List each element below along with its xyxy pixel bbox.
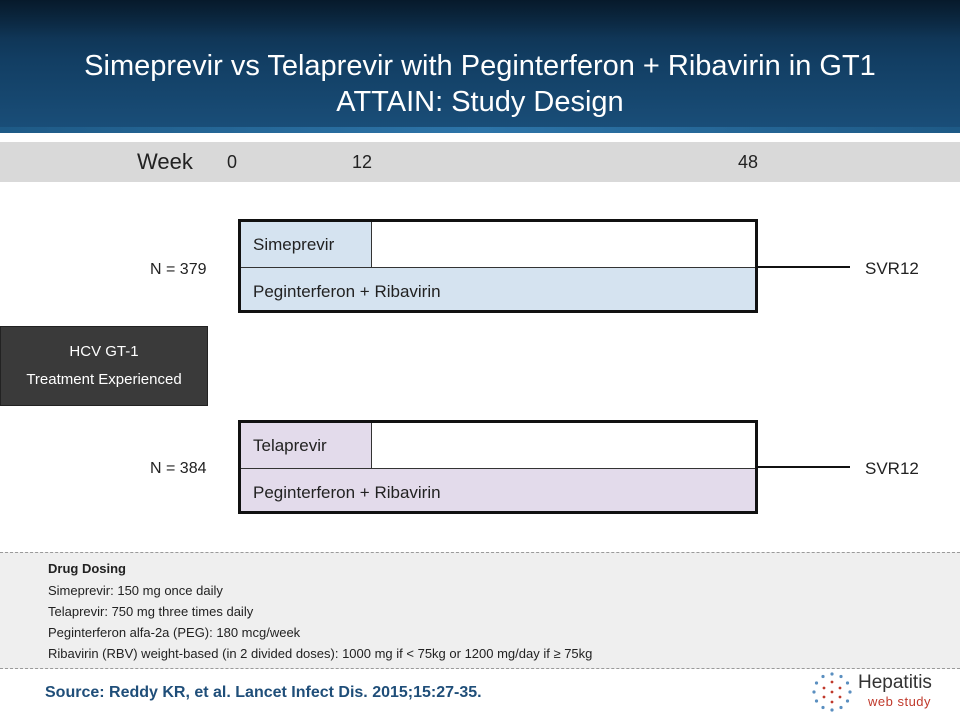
dosing-line-telaprevir: Telaprevir: 750 mg three times daily	[48, 604, 254, 619]
week-tick-48: 48	[738, 152, 759, 172]
arm2-drug-label: Telaprevir	[253, 436, 327, 455]
logo-name: Hepatitis	[858, 672, 932, 693]
dosing-line-simeprevir: Simeprevir: 150 mg once daily	[48, 583, 223, 598]
logo-subtitle: web study	[868, 694, 932, 709]
arm2-backbone-cell: Peginterferon + Ribavirin	[241, 469, 755, 511]
arm1-drug-empty	[372, 222, 755, 268]
slide-title: Simeprevir vs Telaprevir with Peginterfe…	[0, 48, 960, 120]
population-status: Treatment Experienced	[26, 371, 182, 388]
drug-dosing-panel: Drug Dosing Simeprevir: 150 mg once dail…	[0, 552, 960, 669]
week-timeline-bar	[0, 142, 960, 182]
arm1-backbone-cell: Peginterferon + Ribavirin	[241, 268, 755, 310]
dosing-line-ribavirin: Ribavirin (RBV) weight-based (in 2 divid…	[48, 646, 593, 661]
arm1-drug-cell: Simeprevir	[241, 222, 372, 268]
arm1-simeprevir: Simeprevir Peginterferon + Ribavirin	[238, 219, 758, 313]
dot-ring-icon	[812, 672, 852, 712]
title-banner: Simeprevir vs Telaprevir with Peginterfe…	[0, 0, 960, 133]
arm2-endpoint-label: SVR12	[865, 459, 919, 478]
week-tick-0: 0	[227, 152, 238, 172]
arm1-followup-line	[758, 266, 850, 268]
arm2-drug-empty	[372, 423, 755, 469]
arm1-endpoint-label: SVR12	[865, 259, 919, 278]
hepatitis-web-study-logo: Hepatitis web study	[810, 668, 950, 716]
arm2-drug-cell: Telaprevir	[241, 423, 372, 469]
arm2-sample-size: N = 384	[150, 460, 207, 477]
population-genotype: HCV GT-1	[69, 343, 139, 360]
week-tick-12: 12	[352, 152, 373, 172]
dosing-heading: Drug Dosing	[48, 561, 126, 576]
arm2-followup-line	[758, 466, 850, 468]
arm2-telaprevir: Telaprevir Peginterferon + Ribavirin	[238, 420, 758, 514]
source-citation: Source: Reddy KR, et al. Lancet Infect D…	[45, 684, 482, 701]
title-line-2: ATTAIN: Study Design	[336, 86, 624, 118]
week-label: Week	[137, 149, 193, 174]
population-box: HCV GT-1 Treatment Experienced	[0, 326, 208, 406]
arm1-backbone-label: Peginterferon + Ribavirin	[253, 282, 441, 301]
title-line-1: Simeprevir vs Telaprevir with Peginterfe…	[84, 50, 876, 82]
dosing-line-peginterferon: Peginterferon alfa-2a (PEG): 180 mcg/wee…	[48, 625, 301, 640]
arm1-drug-label: Simeprevir	[253, 235, 335, 254]
arm2-backbone-label: Peginterferon + Ribavirin	[253, 483, 441, 502]
arm1-sample-size: N = 379	[150, 261, 207, 278]
